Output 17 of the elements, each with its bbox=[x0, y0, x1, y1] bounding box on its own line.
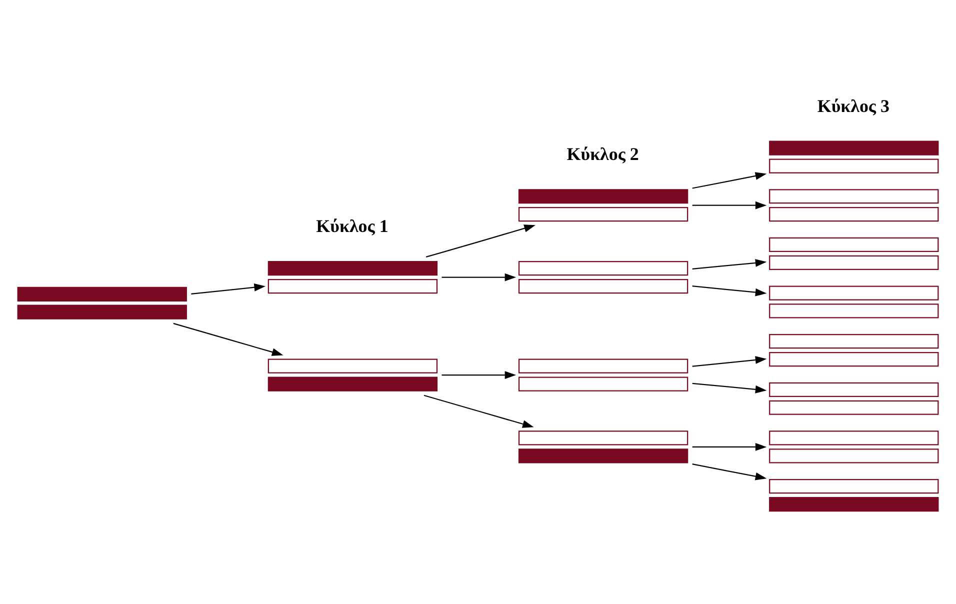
arrow bbox=[692, 172, 767, 189]
arrow bbox=[692, 285, 767, 296]
arrow bbox=[442, 273, 516, 282]
arrow bbox=[424, 394, 534, 428]
label: Κύκλος 1 bbox=[316, 216, 388, 236]
label: Κύκλος 3 bbox=[817, 96, 890, 116]
label: Κύκλος 2 bbox=[566, 144, 639, 164]
arrow bbox=[692, 201, 767, 210]
arrow bbox=[692, 443, 767, 451]
arrow bbox=[191, 283, 266, 295]
arrow bbox=[692, 464, 767, 480]
arrow bbox=[692, 356, 767, 367]
arrow bbox=[426, 224, 536, 258]
arrow bbox=[692, 259, 767, 270]
arrow bbox=[173, 322, 284, 356]
arrow bbox=[442, 371, 516, 379]
arrow bbox=[692, 382, 767, 394]
